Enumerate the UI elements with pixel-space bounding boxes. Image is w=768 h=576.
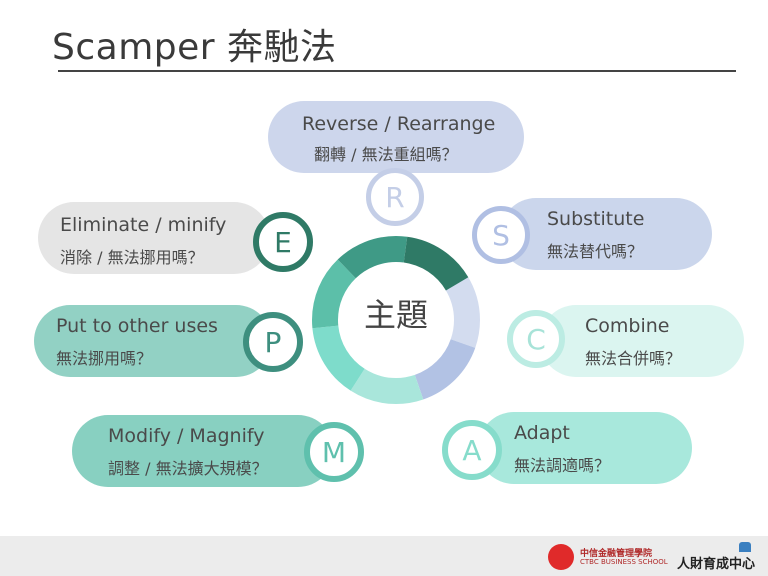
pill-reverse: Reverse / Rearrange 翻轉 / 無法重組嗎？ xyxy=(268,101,524,173)
substitute-zh: 無法替代嗎？ xyxy=(547,242,644,261)
letter-s: S xyxy=(492,218,510,252)
substitute-en: Substitute xyxy=(547,208,645,230)
letter-p: P xyxy=(264,325,282,359)
combine-zh: 無法合併嗎？ xyxy=(585,349,682,368)
letter-r: R xyxy=(385,180,405,214)
put-en: Put to other uses xyxy=(56,315,218,337)
letter-m: M xyxy=(321,435,347,469)
cycle-ring-icon xyxy=(312,236,480,404)
badge-r: R xyxy=(366,168,424,226)
eliminate-en: Eliminate / minify xyxy=(60,214,227,236)
pill-substitute: Substitute 無法替代嗎？ xyxy=(500,198,712,270)
badge-c: C xyxy=(507,310,565,368)
center-topic: 主題 xyxy=(363,296,428,334)
page-title: Scamper 奔馳法 xyxy=(52,27,337,68)
pill-modify: Modify / Magnify 調整 / 無法擴大規模？ xyxy=(72,415,334,487)
badge-e: E xyxy=(253,212,313,272)
pill-adapt: Adapt 無法調適嗎？ xyxy=(478,412,692,484)
letter-c: C xyxy=(526,322,546,356)
modify-en: Modify / Magnify xyxy=(108,425,265,447)
letter-a: A xyxy=(462,433,482,467)
school-logo-icon xyxy=(548,544,574,570)
reverse-zh: 翻轉 / 無法重組嗎？ xyxy=(314,145,458,164)
letter-e: E xyxy=(274,225,292,259)
badge-p: P xyxy=(243,312,303,372)
center-logo-icon xyxy=(739,542,751,552)
badge-m: M xyxy=(304,422,364,482)
title-divider xyxy=(58,70,736,72)
footer-bar xyxy=(0,536,768,576)
badge-s: S xyxy=(472,206,530,264)
reverse-en: Reverse / Rearrange xyxy=(302,113,496,135)
adapt-en: Adapt xyxy=(514,422,570,444)
school-name-en: CTBC BUSINESS SCHOOL xyxy=(580,558,668,566)
combine-en: Combine xyxy=(585,315,670,337)
pill-combine: Combine 無法合併嗎？ xyxy=(540,305,744,377)
adapt-zh: 無法調適嗎？ xyxy=(514,456,611,475)
pill-eliminate: Eliminate / minify 消除 / 無法挪用嗎？ xyxy=(38,202,270,274)
badge-a: A xyxy=(442,420,502,480)
eliminate-zh: 消除 / 無法挪用嗎？ xyxy=(60,248,204,267)
put-zh: 無法挪用嗎？ xyxy=(56,349,153,368)
modify-zh: 調整 / 無法擴大規模？ xyxy=(108,459,268,478)
center-name: 人財育成中心 xyxy=(677,557,756,572)
pill-put-to-other-uses: Put to other uses 無法挪用嗎？ xyxy=(34,305,272,377)
school-name-zh: 中信金融管理學院 xyxy=(580,549,653,559)
